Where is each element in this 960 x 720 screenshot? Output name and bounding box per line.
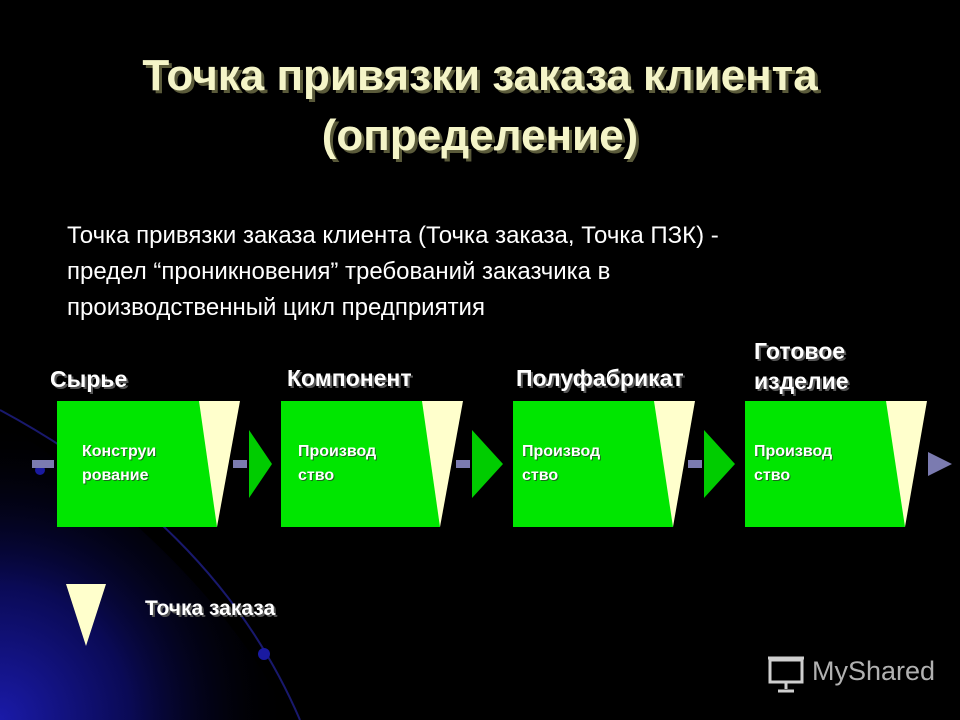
flow-arrow-3 — [704, 430, 735, 498]
flow-end-arrow — [928, 452, 952, 476]
definition-line1: Точка привязки заказа клиента (Точка зак… — [67, 222, 719, 249]
process-box-4-label: Производ ство — [754, 440, 832, 488]
process-box-3 — [513, 401, 673, 527]
stage-label-finished-product: Готовое изделие — [754, 336, 849, 396]
process-box-4-line1: Производ — [754, 443, 833, 460]
stage-label-component: Компонент — [287, 365, 412, 391]
order-point-marker-1 — [199, 401, 240, 527]
process-box-2 — [281, 401, 440, 527]
process-box-3-line2: ство — [522, 467, 559, 484]
order-point-marker-3 — [654, 401, 695, 527]
stage-label-finished-line2: изделие — [754, 368, 849, 394]
process-box-1 — [57, 401, 217, 527]
connector-1 — [233, 460, 247, 468]
process-box-4-line2: ство — [754, 467, 791, 484]
process-box-1-line1: Конструи — [82, 443, 157, 460]
definition-line3: производственный цикл предприятия — [67, 294, 485, 321]
stage-label-raw-material: Сырье — [50, 366, 128, 392]
stage-label-finished-line1: Готовое — [754, 338, 846, 364]
watermark-text: MyShared — [812, 656, 936, 686]
flow-arrow-1 — [249, 430, 272, 498]
connector-3 — [688, 460, 702, 468]
flow-arrow-2 — [472, 430, 503, 498]
slide-title-line2: (определение) — [321, 111, 639, 160]
stage-label-semi-finished: Полуфабрикат — [516, 365, 684, 391]
connector-2 — [456, 460, 470, 468]
slide-title: Точка привязки заказа клиента (определен… — [0, 46, 960, 166]
slide-title-line1: Точка привязки заказа клиента — [142, 51, 818, 100]
process-box-1-line2: рование — [82, 467, 149, 484]
projector-screen-icon — [768, 656, 804, 693]
connector-start — [32, 460, 54, 468]
order-point-triangle-icon — [66, 584, 106, 646]
process-box-2-line1: Производ — [298, 443, 377, 460]
order-point-marker-4 — [886, 401, 927, 527]
definition-line2: предел “проникновения” требований заказч… — [67, 258, 611, 285]
process-box-4 — [745, 401, 905, 527]
process-box-1-label: Конструи рование — [82, 440, 156, 488]
definition-text: Точка привязки заказа клиента (Точка зак… — [67, 218, 947, 326]
legend-order-point-label: Точка заказа — [145, 597, 276, 620]
process-box-2-label: Производ ство — [298, 440, 376, 488]
process-box-3-label: Производ ство — [522, 440, 600, 488]
process-box-3-line1: Производ — [522, 443, 601, 460]
process-box-2-line2: ство — [298, 467, 335, 484]
order-point-marker-2 — [422, 401, 463, 527]
